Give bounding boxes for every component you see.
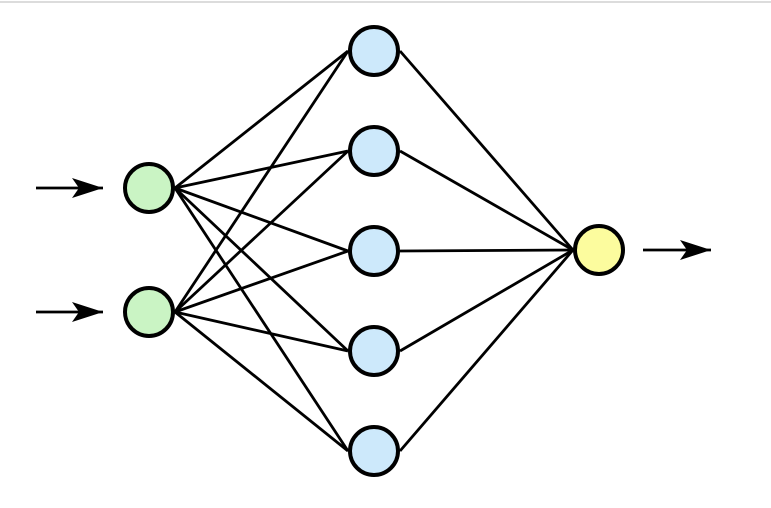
hidden-node-1 — [348, 25, 400, 77]
hidden-node-2 — [348, 125, 400, 177]
edge-h4-o1 — [399, 248, 574, 353]
input-node-2 — [123, 286, 175, 338]
edge-i1-h4 — [174, 186, 349, 353]
edge-h5-o1 — [398, 249, 575, 452]
edge-i2-h4 — [174, 310, 349, 353]
edge-i2-h1 — [173, 50, 350, 313]
hidden-node-5 — [348, 425, 400, 477]
edge-i1-h3 — [174, 186, 349, 253]
edge-h1-o1 — [398, 50, 575, 251]
edge-i1-h1 — [174, 49, 349, 190]
edges-layer — [173, 49, 575, 453]
input-node-1 — [123, 162, 175, 214]
edge-i1-h5 — [173, 187, 350, 452]
nodes-layer — [123, 25, 625, 477]
arrows-layer — [36, 178, 711, 322]
output-node-1 — [573, 224, 625, 276]
hidden-node-4 — [348, 325, 400, 377]
hidden-node-3 — [348, 225, 400, 277]
edge-h3-o1 — [399, 248, 574, 253]
edge-i2-h3 — [174, 249, 349, 314]
top-border-line — [0, 1, 771, 3]
edge-h2-o1 — [399, 149, 574, 252]
edge-i1-h2 — [174, 149, 349, 190]
edge-i2-h5 — [174, 310, 349, 453]
edge-i2-h2 — [174, 149, 349, 314]
